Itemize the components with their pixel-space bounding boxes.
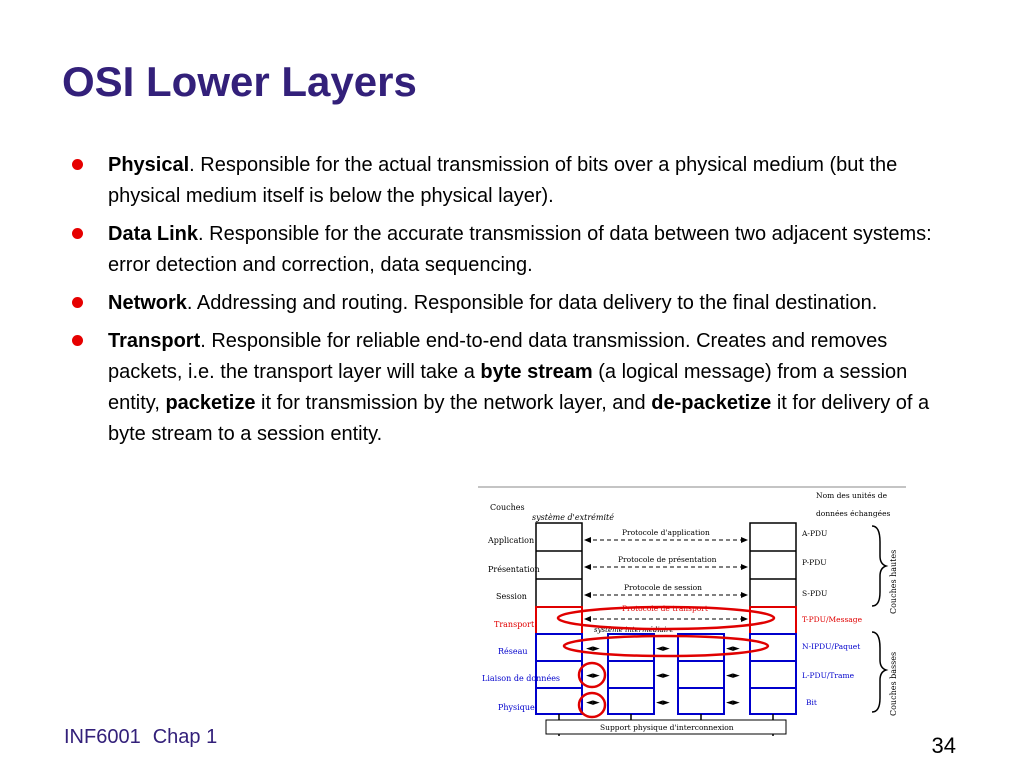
bullet-term: Transport <box>108 330 201 352</box>
layer-liaison: Liaison de données <box>482 674 560 683</box>
intermediate-system-2 <box>677 633 725 715</box>
brace-upper-icon <box>871 525 889 607</box>
highlight-ellipses <box>556 605 776 719</box>
svg-text:◄►: ◄► <box>656 644 670 654</box>
pdu-l: L-PDU/Trame <box>802 671 855 680</box>
bullet-text: . Addressing and routing. Responsible fo… <box>186 292 878 314</box>
protocol-session: Protocole de session <box>624 583 702 592</box>
pdu-p: P-PDU <box>802 558 827 567</box>
svg-text:◄►: ◄► <box>586 644 600 654</box>
medium-label: Support physique d'interconnexion <box>600 723 734 732</box>
footer-chapter: Chap 1 <box>152 726 218 748</box>
bullet-text: it for transmission by the network layer… <box>255 392 652 414</box>
bullet-bold-de-packetize: de-packetize <box>651 392 772 414</box>
pdu-a: A-PDU <box>801 529 827 538</box>
svg-text:◄►: ◄► <box>726 671 740 681</box>
bullet-list: Physical. Responsible for the actual tra… <box>72 150 932 457</box>
group-lower-label: Couches basses <box>889 652 898 716</box>
bullet-transport: Transport. Responsible for reliable end-… <box>72 326 932 450</box>
bullet-text: . Responsible for the accurate transmiss… <box>108 223 932 276</box>
page-number: 34 <box>931 733 956 758</box>
svg-text:◄►: ◄► <box>726 644 740 654</box>
bullet-text: (a logical message) from a session entit… <box>108 361 908 414</box>
slide-title: OSI Lower Layers <box>62 58 417 105</box>
svg-text:◄►: ◄► <box>586 671 600 681</box>
physical-medium <box>545 714 787 736</box>
osi-diagram: Couches système d'extrémité Nom des unit… <box>478 486 906 736</box>
protocol-presentation: Protocole de présentation <box>618 555 717 564</box>
header-systeme: système d'extrémité <box>532 513 614 522</box>
svg-text:◄►: ◄► <box>656 671 670 681</box>
bullet-term: Network <box>108 292 187 314</box>
layer-physique: Physique <box>498 703 535 712</box>
bullet-physical: Physical. Responsible for the actual tra… <box>72 150 932 212</box>
bullet-dot-icon <box>72 228 83 239</box>
protocol-application: Protocole d'application <box>622 528 710 537</box>
svg-text:◄►: ◄► <box>656 698 670 708</box>
bullet-data-link: Data Link. Responsible for the accurate … <box>72 219 932 281</box>
protocol-arrows <box>584 537 748 622</box>
footer: INF6001 Chap 1 <box>64 726 217 749</box>
bullet-term: Data Link <box>108 223 199 245</box>
bullet-dot-icon <box>72 159 83 170</box>
layer-session: Session <box>496 592 527 601</box>
bullet-dot-icon <box>72 335 83 346</box>
layer-reseau: Réseau <box>498 647 528 656</box>
group-upper-label: Couches hautes <box>889 550 898 614</box>
link-arrows: ◄► ◄► ◄► ◄► ◄► ◄► ◄► ◄► ◄► <box>586 644 740 708</box>
pdu-s: S-PDU <box>802 589 827 598</box>
footer-course: INF6001 <box>64 726 141 748</box>
pdu-t: T-PDU/Message <box>802 615 863 624</box>
bullet-dot-icon <box>72 297 83 308</box>
bullet-text: it for delivery of a byte stream to a se… <box>108 392 930 445</box>
pdu-bit: Bit <box>806 698 817 707</box>
svg-text:◄►: ◄► <box>726 698 740 708</box>
bullet-network: Network. Addressing and routing. Respons… <box>72 288 932 319</box>
bullet-term: Physical <box>108 154 190 176</box>
layer-application: Application <box>487 536 534 545</box>
header-units-2: données échangées <box>816 509 891 518</box>
intermediate-system-1 <box>607 633 655 715</box>
header-couches: Couches <box>490 503 525 512</box>
intermediate-label: système intermédiaire <box>594 626 674 634</box>
bullet-text: . Responsible for the actual transmissio… <box>108 154 898 207</box>
brace-lower-icon <box>871 631 889 713</box>
bullet-bold-packetize: packetize <box>165 392 256 414</box>
pdu-n: N-IPDU/Paquet <box>802 642 860 651</box>
layer-transport: Transport <box>494 620 535 629</box>
header-units-1: Nom des unités de <box>816 491 888 500</box>
right-end-system <box>749 522 797 715</box>
protocol-transport: Protocole de transport <box>622 604 708 613</box>
left-end-system <box>535 522 583 715</box>
layer-presentation: Présentation <box>488 565 540 574</box>
svg-text:◄►: ◄► <box>586 698 600 708</box>
bullet-bold-byte-stream: byte stream <box>480 361 593 383</box>
bullet-text: . Responsible for reliable end-to-end da… <box>108 330 888 383</box>
